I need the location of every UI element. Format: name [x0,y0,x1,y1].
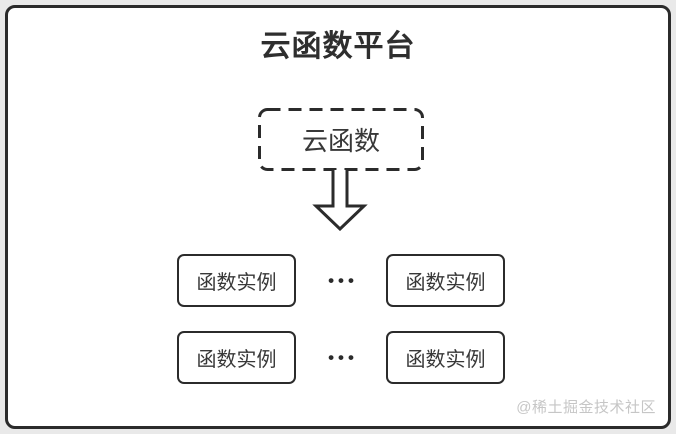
platform-frame: 云函数平台 云函数 函数实例 ••• 函数实例 函数实例 ••• 函数实例 @稀… [5,5,671,429]
ellipsis-icon: ••• [328,270,358,290]
watermark: @稀土掘金技术社区 [516,399,656,416]
down-arrow-icon [312,170,368,231]
function-instance-label: 函数实例 [405,272,486,294]
function-instance-label: 函数实例 [196,349,277,371]
dashed-border [258,108,424,171]
function-instance-node: 函数实例 [386,331,505,384]
function-instance-node: 函数实例 [386,254,505,307]
ellipsis-icon: ••• [328,347,358,367]
function-instance-label: 函数实例 [405,349,486,371]
function-instance-label: 函数实例 [196,272,277,294]
cloud-function-node: 云函数 [258,108,424,171]
function-instance-node: 函数实例 [177,331,296,384]
diagram-title: 云函数平台 [260,30,416,63]
function-instance-node: 函数实例 [177,254,296,307]
cloud-function-label: 云函数 [301,126,380,156]
